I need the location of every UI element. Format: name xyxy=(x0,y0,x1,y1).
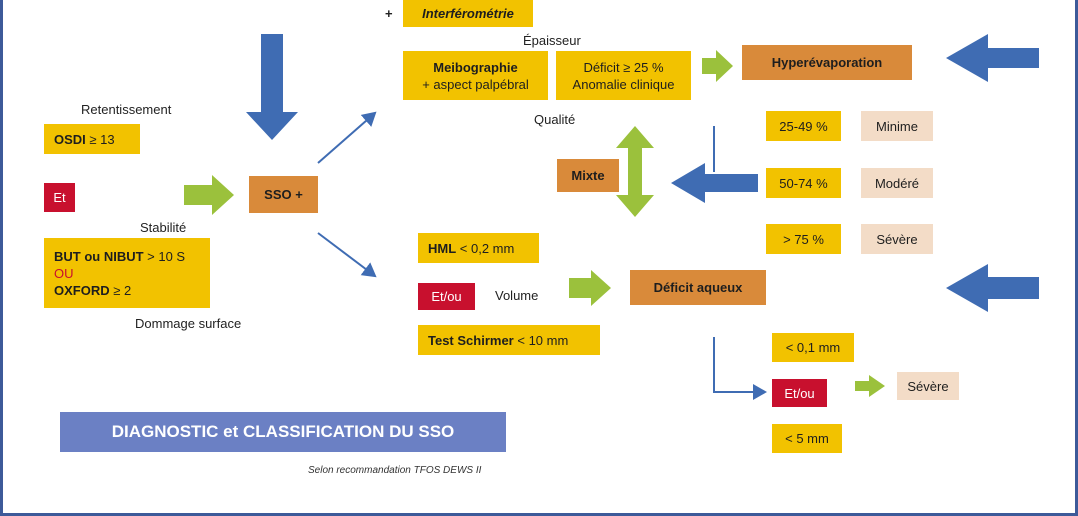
aq-etou-text: Et/ou xyxy=(784,385,815,401)
green-arrow-aqueux xyxy=(569,270,611,306)
hyperevaporation-box: Hyperévaporation xyxy=(742,45,912,80)
schirmer-box: Test Schirmer < 10 mm xyxy=(418,325,600,355)
sev1-range-text: 25-49 % xyxy=(779,118,828,134)
osdi-bold: OSDI xyxy=(54,131,86,147)
sso-box: SSO + xyxy=(249,176,318,213)
sev2-range-text: 50-74 % xyxy=(779,175,828,191)
interferometrie-label: Interférométrie xyxy=(422,6,514,21)
aq-range2-text: < 5 mm xyxy=(785,431,829,446)
stabilite-label: Stabilité xyxy=(140,220,187,235)
blue-down-arrow xyxy=(246,34,298,140)
severity-label-2: Modéré xyxy=(861,168,933,198)
aqueux-severe-label: Sévère xyxy=(897,372,959,400)
osdi-box: OSDI ≥ 13 xyxy=(44,124,140,154)
volume-label: Volume xyxy=(495,288,539,303)
mixte-box: Mixte xyxy=(557,159,619,192)
etou-label: Et/ou xyxy=(431,289,462,304)
blue-left-arrow-bottom xyxy=(946,264,1039,312)
aq-range1-text: < 0,1 mm xyxy=(785,340,841,355)
hml-bold: HML xyxy=(428,240,457,256)
deficit-line1: Déficit ≥ 25 % xyxy=(583,59,664,75)
hml-box: HML < 0,2 mm xyxy=(418,233,539,263)
severity-range-1: 25-49 % xyxy=(766,111,841,141)
blue-left-arrow-top xyxy=(946,34,1039,82)
connector-elbow-bottom xyxy=(713,337,767,400)
but-bold: BUT ou NIBUT xyxy=(54,248,144,264)
deficit-box: Déficit ≥ 25 % Anomalie clinique xyxy=(556,51,691,100)
mixte-label: Mixte xyxy=(571,168,605,183)
severity-label-1: Minime xyxy=(861,111,933,141)
green-double-arrow xyxy=(616,126,654,217)
sev3-label-text: Sévère xyxy=(876,231,918,247)
green-arrow-hyper xyxy=(702,50,733,82)
but-value: > 10 S xyxy=(143,248,186,264)
green-arrow-sso xyxy=(184,175,234,215)
dommage-label: Dommage surface xyxy=(135,316,242,331)
sev1-label-text: Minime xyxy=(876,118,918,134)
stabilite-box: BUT ou NIBUT > 10 S OU OXFORD ≥ 2 xyxy=(44,238,210,308)
aq-severe-text: Sévère xyxy=(907,378,949,394)
severity-range-2: 50-74 % xyxy=(766,168,841,198)
osdi-value: ≥ 13 xyxy=(85,131,115,147)
hyper-label: Hyperévaporation xyxy=(771,55,883,70)
oxford-bold: OXFORD xyxy=(54,282,110,298)
et-label: Et xyxy=(53,190,66,205)
hml-value: < 0,2 mm xyxy=(456,240,515,256)
aqueux-etou-badge: Et/ou xyxy=(772,379,827,407)
et-badge: Et xyxy=(44,183,75,212)
meibo-bold: Meibographie xyxy=(433,59,518,75)
severity-label-3: Sévère xyxy=(861,224,933,254)
oxford-value: ≥ 2 xyxy=(109,282,132,298)
page-title: DIAGNOSTIC et CLASSIFICATION DU SSO xyxy=(111,422,455,441)
ou-label: OU xyxy=(54,265,74,281)
thin-arrow-down xyxy=(317,232,377,278)
sev3-range-text: > 75 % xyxy=(783,231,824,247)
interferometrie-box: Interférométrie xyxy=(403,0,533,27)
schirmer-value: < 10 mm xyxy=(513,332,569,348)
green-arrow-severe xyxy=(855,375,885,397)
sso-label: SSO + xyxy=(264,187,303,202)
blue-left-arrow-mixte xyxy=(671,163,758,203)
meibographie-box: Meibographie + aspect palpébral xyxy=(403,51,548,100)
meibo-sub: + aspect palpébral xyxy=(422,76,529,92)
retentissement-label: Retentissement xyxy=(81,102,172,117)
epaisseur-label: Épaisseur xyxy=(523,33,581,48)
arrow-layer xyxy=(184,34,1039,400)
etou-badge: Et/ou xyxy=(418,283,475,310)
deficit-aqueux-label: Déficit aqueux xyxy=(653,280,743,295)
deficit-aqueux-box: Déficit aqueux xyxy=(630,270,766,305)
thin-arrow-up xyxy=(317,111,377,164)
plus-label: + xyxy=(385,6,393,21)
aqueux-range-1: < 0,1 mm xyxy=(772,333,854,362)
deficit-line2: Anomalie clinique xyxy=(572,76,675,92)
schirmer-bold: Test Schirmer xyxy=(428,332,514,348)
severity-range-3: > 75 % xyxy=(766,224,841,254)
qualite-label: Qualité xyxy=(534,112,576,127)
aqueux-range-2: < 5 mm xyxy=(772,424,842,453)
sev2-label-text: Modéré xyxy=(874,175,920,191)
credit-text: Selon recommandation TFOS DEWS II xyxy=(308,465,482,476)
title-banner: DIAGNOSTIC et CLASSIFICATION DU SSO xyxy=(60,412,506,452)
